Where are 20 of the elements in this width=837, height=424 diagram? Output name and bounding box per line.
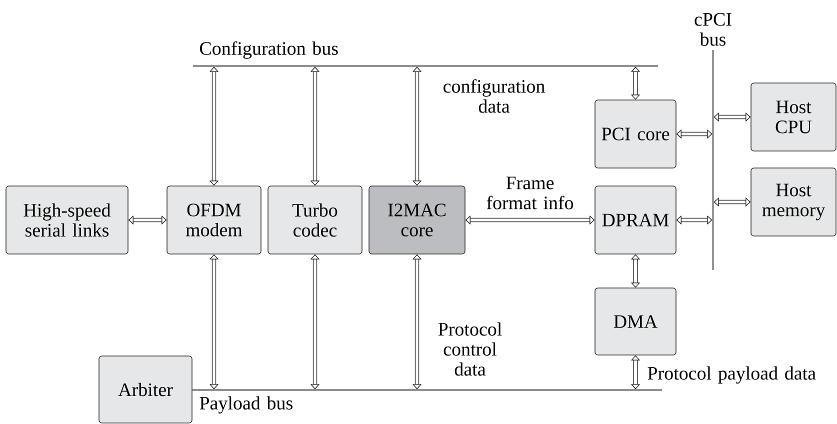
block-box: Host CPU	[750, 82, 836, 152]
edge-label: Frame format info	[486, 176, 574, 210]
block-box: PCI core	[594, 100, 676, 168]
bus-label: cPCI bus	[694, 13, 732, 46]
bus-label: Configuration bus	[200, 41, 338, 59]
bus-line	[712, 50, 714, 270]
block-box: Host memory	[750, 168, 836, 236]
bus-line	[192, 389, 662, 391]
block-box: DPRAM	[594, 186, 676, 254]
edge-label: configuration data	[444, 79, 545, 113]
block-box: Arbiter	[98, 356, 192, 424]
block-box: I2MAC core	[368, 186, 466, 254]
block-box: High-speed serial links	[6, 186, 128, 254]
edge-label: Protocol control data	[438, 322, 502, 376]
block-box: Turbo codec	[268, 186, 362, 254]
edge-label: Protocol payload data	[648, 366, 816, 384]
bus-line	[193, 65, 658, 67]
block-box: DMA	[594, 288, 676, 356]
bus-label: Payload bus	[200, 396, 292, 414]
block-box: OFDM modem	[166, 186, 262, 254]
